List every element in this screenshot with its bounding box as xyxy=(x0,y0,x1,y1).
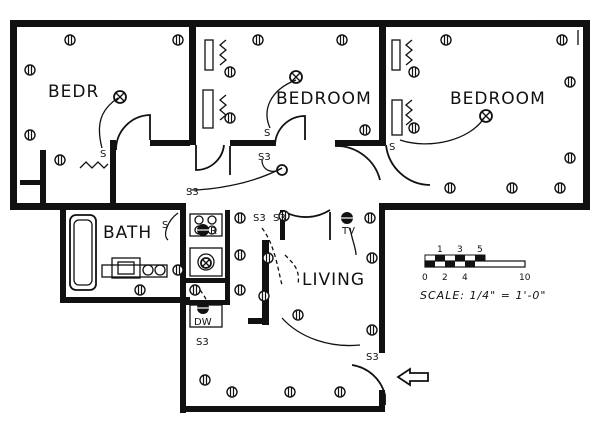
switch-label: S xyxy=(389,142,395,153)
ceiling-light-icon xyxy=(200,257,212,269)
outlet-icon xyxy=(366,324,378,336)
windows xyxy=(13,22,587,120)
room-label-bedroom-middle: BEDROOM xyxy=(276,89,372,109)
outlet-icon xyxy=(408,122,420,134)
label-tv: TV xyxy=(341,226,355,237)
switch-label: S xyxy=(264,128,270,139)
bath-fixtures xyxy=(69,214,168,291)
outlet-icon xyxy=(408,66,420,78)
ceiling-light-icon xyxy=(479,109,493,123)
scale-tick-label: 1 xyxy=(437,245,443,255)
outlet-icon xyxy=(506,182,518,194)
outlet-icon xyxy=(278,210,290,222)
switch-label: S3 xyxy=(253,213,266,224)
label-refrigerator: R xyxy=(210,226,217,237)
outlet-icon xyxy=(364,212,376,224)
outlet-icon xyxy=(234,212,246,224)
outlet-icon xyxy=(54,154,66,166)
switch-label: S3 xyxy=(186,187,199,198)
wiring xyxy=(98,79,485,347)
scale-tick-label: 4 xyxy=(462,273,468,283)
room-label-bedroom-right: BEDROOM xyxy=(450,89,546,109)
ceiling-lights xyxy=(113,70,493,269)
switch-label: S3 xyxy=(196,337,209,348)
outlet-icon xyxy=(224,112,236,124)
switch-label: S3 xyxy=(258,152,271,163)
switch-label: S xyxy=(100,149,106,160)
heaters xyxy=(79,39,414,169)
outlet-icon xyxy=(234,284,246,296)
outlet-icon xyxy=(292,309,304,321)
scale-text: SCALE: 1/4" = 1'-0" xyxy=(420,289,547,302)
outlet-icon xyxy=(334,386,346,398)
outlet-icon xyxy=(24,129,36,141)
hall-light-icon xyxy=(276,164,288,176)
outlet-icon xyxy=(224,66,236,78)
outlet-icon xyxy=(172,34,184,46)
tv-outlet-icon xyxy=(341,212,353,224)
room-label-bath: BATH xyxy=(103,223,152,243)
outlet-icon xyxy=(234,249,246,261)
scale-bar: 1 3 5 0 2 4 10 SCALE: 1/4" = 1'-0" xyxy=(420,245,547,302)
dishwasher-outlet-icon xyxy=(197,302,209,314)
scale-tick-label: 0 xyxy=(422,273,428,283)
ceiling-light-icon xyxy=(113,90,127,104)
outlet-icon xyxy=(258,290,270,302)
switch-label: S3 xyxy=(273,213,286,224)
scale-tick-label: 10 xyxy=(519,273,531,283)
outlet-icon xyxy=(564,152,576,164)
outlet-icon xyxy=(189,284,201,296)
outlet-icon xyxy=(440,34,452,46)
outlet-icon xyxy=(134,284,146,296)
scale-tick-label: 5 xyxy=(477,245,483,255)
switch-labels: S S S S S3 S3 S3 S3 S3 S3 xyxy=(100,128,395,363)
ceiling-light-icon xyxy=(289,70,303,84)
outlet-icon xyxy=(556,34,568,46)
outlet-icon xyxy=(262,252,274,264)
outlet-icon xyxy=(564,76,576,88)
scale-tick-label: 2 xyxy=(442,273,448,283)
outlet-icon xyxy=(336,34,348,46)
outlet-icon xyxy=(226,386,238,398)
outlet-icon xyxy=(284,386,296,398)
doors xyxy=(115,114,431,405)
outlet-icon xyxy=(24,64,36,76)
appliance-outlets xyxy=(197,212,353,314)
switch-label: S xyxy=(162,220,168,231)
outlet-icon xyxy=(359,124,371,136)
switch-label: S3 xyxy=(366,352,379,363)
outlet-icon xyxy=(252,34,264,46)
room-label-living: LIVING xyxy=(302,270,365,290)
outlets xyxy=(24,34,576,398)
entry-arrow-icon xyxy=(396,367,429,387)
label-dishwasher: DW xyxy=(194,317,212,328)
outlet-icon xyxy=(172,264,184,276)
scale-tick-label: 3 xyxy=(457,245,463,255)
outlet-icon xyxy=(64,34,76,46)
refrigerator-outlet-icon xyxy=(197,224,209,236)
room-label-bedroom-left: BEDR xyxy=(48,82,99,102)
outlet-icon xyxy=(444,182,456,194)
outlet-icon xyxy=(554,182,566,194)
outlet-icon xyxy=(366,252,378,264)
outlet-icon xyxy=(199,374,211,386)
